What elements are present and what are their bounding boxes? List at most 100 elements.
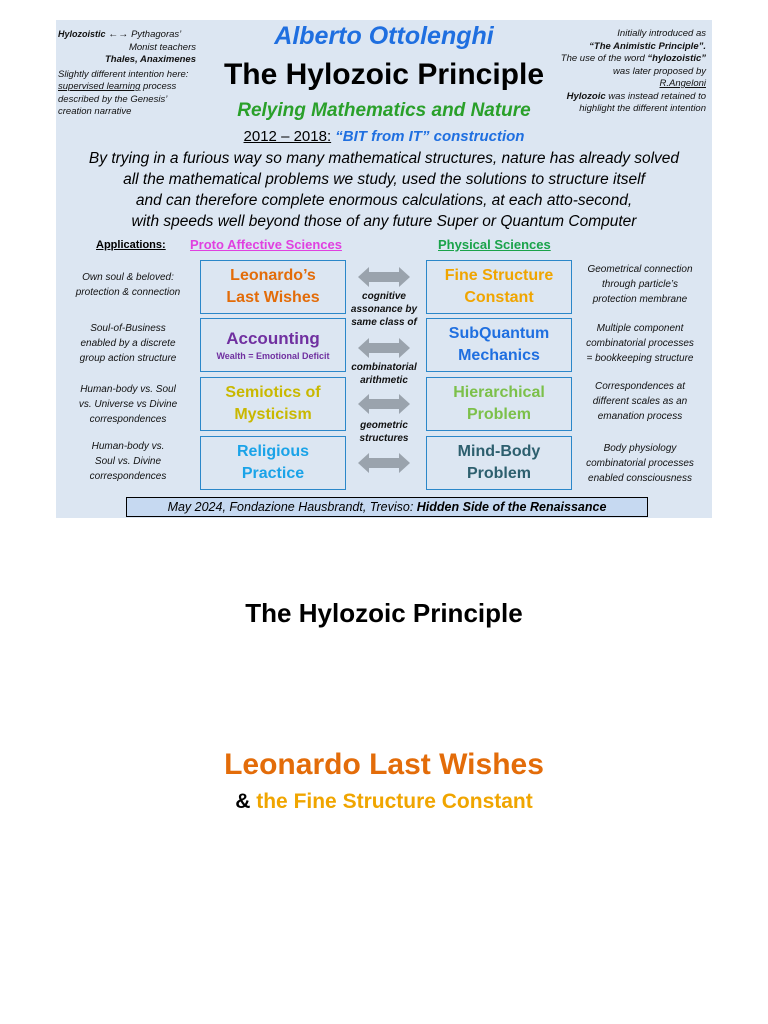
retained-line: Hylozoic was instead retained to	[542, 91, 706, 104]
double-arrow-icon	[358, 394, 410, 414]
double-arrow-icon	[358, 267, 410, 287]
mid-line: combinatorial	[351, 362, 417, 373]
box-line: Mind-Body	[457, 443, 541, 460]
note-line: correspondences	[89, 414, 167, 425]
leonardo-last-wishes-heading: Leonardo Last Wishes	[224, 748, 544, 781]
paragraph-line: By trying in a furious way so many mathe…	[88, 150, 680, 167]
event-footer: May 2024, Fondazione Hausbrandt, Treviso…	[126, 497, 648, 517]
cognitive-assonance-label: cognitive assonance by same class of	[346, 290, 422, 329]
box-semiotics-of-mysticism: Semiotics of Mysticism	[200, 377, 346, 431]
box-line: Fine Structure	[444, 267, 554, 284]
box-religious-practice: Religious Practice	[200, 436, 346, 490]
fine-structure-text: the Fine Structure Constant	[256, 790, 533, 813]
double-arrow-icon: ←→	[108, 29, 129, 40]
box-line: Accounting	[226, 329, 320, 348]
note-line: Geometrical connection	[587, 264, 693, 275]
ampersand: &	[235, 790, 257, 813]
monist-teachers: Monist teachers	[128, 41, 196, 53]
box-line: Problem	[466, 465, 531, 482]
combinatorial-arithmetic-label: combinatorial arithmetic	[346, 361, 422, 387]
hylozoistic-label: Hylozoistic	[58, 29, 106, 39]
geometric-structures-label: geometric structures	[346, 419, 422, 445]
note-line: through particle’s	[602, 279, 678, 290]
box-line: Mechanics	[458, 347, 540, 364]
hylozoic-word: Hylozoic	[566, 90, 606, 102]
intention-line: Slightly different intention here:	[58, 68, 189, 80]
box-line: Practice	[241, 465, 305, 482]
footer-bold: Hidden Side of the Renaissance	[416, 500, 607, 514]
note-line: enabled by a discrete	[80, 338, 176, 349]
box-leonardo-last-wishes: Leonardo’s Last Wishes	[200, 260, 346, 314]
double-arrow-icon	[358, 453, 410, 473]
box-line: Religious	[236, 443, 309, 460]
note-line: combinatorial processes	[586, 338, 694, 349]
physical-sciences-label: Physical Sciences	[438, 237, 551, 252]
left-note-1: Own soul & beloved: protection & connect…	[60, 270, 196, 300]
mid-line: assonance by	[350, 304, 418, 315]
right-note-3: Correspondences at different scales as a…	[570, 379, 710, 424]
right-note-2: Multiple component combinatorial process…	[570, 321, 710, 366]
years-line: 2012 – 2018: “BIT from IT” construction	[56, 128, 712, 145]
box-line: Constant	[464, 289, 534, 306]
process-text: process	[140, 81, 177, 92]
main-paragraph: By trying in a furious way so many mathe…	[66, 148, 702, 232]
note-line: Soul vs. Divine	[94, 456, 162, 467]
left-note-4: Human-body vs. Soul vs. Divine correspon…	[60, 439, 196, 484]
slide-image: Hylozoistic ←→ Pythagoras’ Monist teache…	[56, 20, 712, 518]
box-accounting: Accounting Wealth = Emotional Deficit	[200, 318, 346, 372]
paragraph-line: all the mathematical problems we study, …	[123, 171, 645, 188]
note-line: Correspondences at	[594, 381, 686, 392]
note-line: = bookkeeping structure	[586, 353, 694, 364]
note-line: Body physiology	[603, 443, 677, 454]
mid-line: geometric	[360, 420, 408, 431]
mid-line: arithmetic	[360, 375, 408, 386]
paragraph-line: and can therefore complete enormous calc…	[135, 192, 633, 209]
right-note-4: Body physiology combinatorial processes …	[570, 441, 710, 486]
top-left-note: Hylozoistic ←→ Pythagoras’ Monist teache…	[58, 28, 208, 119]
left-note-2: Soul-of-Business enabled by a discrete g…	[60, 321, 196, 366]
fine-structure-heading: & the Fine Structure Constant	[0, 790, 768, 814]
top-right-note: Initially introduced as “The Animistic P…	[542, 28, 706, 116]
angeloni-link: R.Angeloni	[659, 78, 706, 89]
retained-text: was instead retained to	[605, 90, 706, 102]
slide-subtitle: Relying Mathematics and Nature	[237, 100, 531, 121]
box-fine-structure-constant: Fine Structure Constant	[426, 260, 572, 314]
note-line: combinatorial processes	[586, 458, 694, 469]
bit-from-it: “BIT from IT” construction	[335, 128, 525, 145]
note-line: protection & connection	[75, 287, 181, 298]
thales-anaximenes: Thales, Anaximenes	[105, 54, 196, 65]
footer-text: May 2024, Fondazione Hausbrandt, Treviso…	[167, 500, 417, 514]
mid-line: same class of	[351, 317, 417, 328]
genesis-line: described by the Genesis’	[58, 93, 168, 105]
box-line: Last Wishes	[226, 289, 320, 306]
introduced-line: Initially introduced as	[617, 28, 706, 39]
creation-line: creation narrative	[58, 106, 132, 117]
note-line: Human-body vs.	[91, 441, 165, 452]
proposed-line: was later proposed by	[613, 65, 706, 77]
note-line: group action structure	[79, 353, 177, 364]
applications-label: Applications:	[96, 239, 166, 251]
box-subquantum-mechanics: SubQuantum Mechanics	[426, 318, 572, 372]
box-line: SubQuantum	[448, 325, 550, 342]
note-line: Multiple component	[596, 323, 684, 334]
note-line: vs. Universe vs Divine	[78, 399, 178, 410]
animistic-principle: “The Animistic Principle”.	[589, 40, 706, 52]
use-of-word-line: The use of the word “hylozoistic”	[542, 53, 706, 66]
note-line: different scales as an	[592, 396, 688, 407]
note-line: enabled consciousness	[588, 473, 692, 484]
note-line: emanation process	[597, 411, 683, 422]
box-line: Semiotics of	[225, 384, 321, 401]
proto-affective-label: Proto Affective Sciences	[190, 237, 342, 252]
note-line: correspondences	[89, 471, 167, 482]
note-line: Own soul & beloved:	[82, 272, 174, 283]
left-note-3: Human-body vs. Soul vs. Universe vs Divi…	[60, 382, 196, 427]
note-line: Soul-of-Business	[90, 323, 166, 334]
author-name: Alberto Ottolenghi	[274, 22, 494, 50]
box-line: Mysticism	[234, 406, 312, 423]
paragraph-line: with speeds well beyond those of any fut…	[131, 213, 637, 230]
use-text: The use of the word	[560, 53, 648, 64]
years-range: 2012 – 2018:	[243, 128, 332, 145]
box-line: Leonardo’s	[230, 267, 316, 284]
double-arrow-icon	[358, 338, 410, 358]
mid-line: structures	[359, 433, 409, 444]
